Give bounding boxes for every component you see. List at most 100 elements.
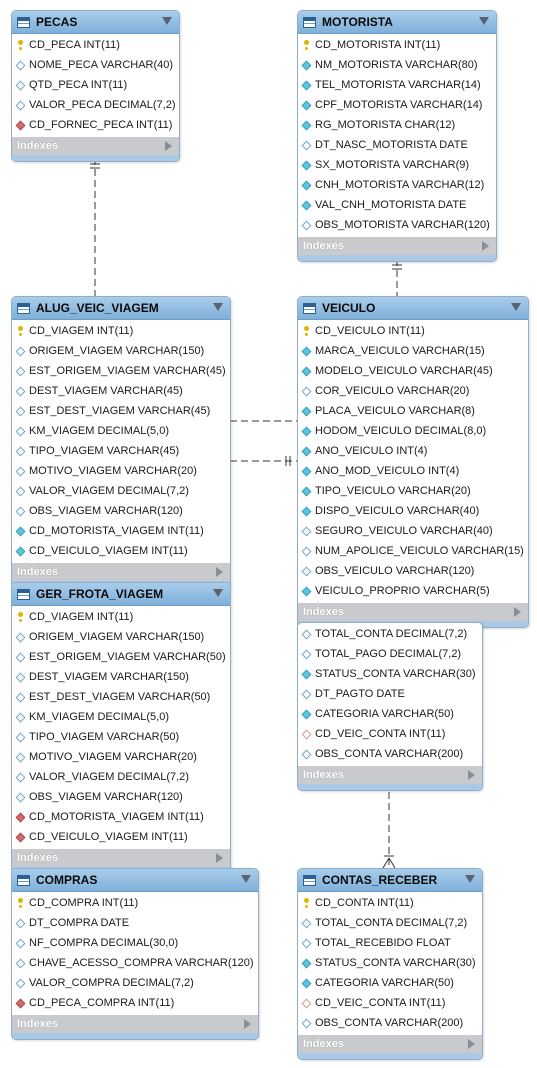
indexes-section[interactable]: Indexes: [298, 603, 528, 621]
column-row[interactable]: STATUS_CONTA VARCHAR(30): [298, 664, 482, 684]
column-row[interactable]: OBS_VIAGEM VARCHAR(120): [12, 787, 230, 807]
expand-arrow-icon[interactable]: [468, 770, 475, 780]
column-row[interactable]: NM_MOTORISTA VARCHAR(80): [298, 55, 496, 75]
column-row[interactable]: CATEGORIA VARCHAR(50): [298, 973, 482, 993]
column-row[interactable]: MARCA_VEICULO VARCHAR(15): [298, 341, 528, 361]
column-row[interactable]: COR_VEICULO VARCHAR(20): [298, 381, 528, 401]
expand-arrow-icon[interactable]: [244, 1019, 251, 1029]
table-header[interactable]: ALUG_VEIC_VIAGEM: [12, 297, 230, 320]
column-row[interactable]: CD_PECA INT(11): [12, 35, 179, 55]
column-row[interactable]: TOTAL_CONTA DECIMAL(7,2): [298, 624, 482, 644]
column-row[interactable]: EST_DEST_VIAGEM VARCHAR(45): [12, 401, 230, 421]
table-header[interactable]: PECAS: [12, 11, 179, 34]
column-row[interactable]: PLACA_VEICULO VARCHAR(8): [298, 401, 528, 421]
column-row[interactable]: CPF_MOTORISTA VARCHAR(14): [298, 95, 496, 115]
indexes-section[interactable]: Indexes: [298, 237, 496, 255]
indexes-section[interactable]: Indexes: [12, 849, 230, 867]
column-row[interactable]: DT_COMPRA DATE: [12, 913, 258, 933]
expand-arrow-icon[interactable]: [482, 241, 489, 251]
column-row[interactable]: CD_VIAGEM INT(11): [12, 321, 230, 341]
column-row[interactable]: TOTAL_RECEBIDO FLOAT: [298, 933, 482, 953]
column-row[interactable]: TIPO_VIAGEM VARCHAR(50): [12, 727, 230, 747]
column-row[interactable]: MOTIVO_VIAGEM VARCHAR(20): [12, 747, 230, 767]
expand-arrow-icon[interactable]: [165, 141, 172, 151]
column-row[interactable]: CD_VEIC_CONTA INT(11): [298, 724, 482, 744]
table-header[interactable]: MOTORISTA: [298, 11, 496, 34]
column-row[interactable]: OBS_VEICULO VARCHAR(120): [298, 561, 528, 581]
column-row[interactable]: CD_VEICULO_VIAGEM INT(11): [12, 827, 230, 847]
column-row[interactable]: CHAVE_ACESSO_COMPRA VARCHAR(120): [12, 953, 258, 973]
expand-arrow-icon[interactable]: [216, 853, 223, 863]
expand-arrow-icon[interactable]: [468, 1039, 475, 1049]
column-row[interactable]: KM_VIAGEM DECIMAL(5,0): [12, 421, 230, 441]
column-row[interactable]: MODELO_VEICULO VARCHAR(45): [298, 361, 528, 381]
column-row[interactable]: ANO_MOD_VEICULO INT(4): [298, 461, 528, 481]
column-row[interactable]: DT_PAGTO DATE: [298, 684, 482, 704]
column-row[interactable]: CD_MOTORISTA_VIAGEM INT(11): [12, 521, 230, 541]
column-row[interactable]: TEL_MOTORISTA VARCHAR(14): [298, 75, 496, 95]
column-row[interactable]: EST_DEST_VIAGEM VARCHAR(50): [12, 687, 230, 707]
collapse-arrow-icon[interactable]: [479, 17, 489, 25]
column-row[interactable]: ANO_VEICULO INT(4): [298, 441, 528, 461]
column-row[interactable]: VALOR_COMPRA DECIMAL(7,2): [12, 973, 258, 993]
column-row[interactable]: OBS_VIAGEM VARCHAR(120): [12, 501, 230, 521]
column-row[interactable]: SX_MOTORISTA VARCHAR(9): [298, 155, 496, 175]
column-row[interactable]: TIPO_VEICULO VARCHAR(20): [298, 481, 528, 501]
column-row[interactable]: OBS_CONTA VARCHAR(200): [298, 744, 482, 764]
column-row[interactable]: VALOR_PECA DECIMAL(7,2): [12, 95, 179, 115]
column-row[interactable]: EST_ORIGEM_VIAGEM VARCHAR(50): [12, 647, 230, 667]
column-row[interactable]: CD_FORNEC_PECA INT(11): [12, 115, 179, 135]
column-row[interactable]: CD_MOTORISTA_VIAGEM INT(11): [12, 807, 230, 827]
column-row[interactable]: CD_MOTORISTA INT(11): [298, 35, 496, 55]
collapse-arrow-icon[interactable]: [213, 303, 223, 311]
column-row[interactable]: QTD_PECA INT(11): [12, 75, 179, 95]
column-row[interactable]: DEST_VIAGEM VARCHAR(45): [12, 381, 230, 401]
column-row[interactable]: ORIGEM_VIAGEM VARCHAR(150): [12, 627, 230, 647]
column-row[interactable]: KM_VIAGEM DECIMAL(5,0): [12, 707, 230, 727]
collapse-arrow-icon[interactable]: [162, 17, 172, 25]
column-row[interactable]: NF_COMPRA DECIMAL(30,0): [12, 933, 258, 953]
expand-arrow-icon[interactable]: [514, 607, 521, 617]
column-row[interactable]: DISPO_VEICULO VARCHAR(40): [298, 501, 528, 521]
collapse-arrow-icon[interactable]: [511, 303, 521, 311]
column-row[interactable]: CD_VEIC_CONTA INT(11): [298, 993, 482, 1013]
column-row[interactable]: CD_VEICULO INT(11): [298, 321, 528, 341]
column-row[interactable]: CD_COMPRA INT(11): [12, 893, 258, 913]
column-row[interactable]: CD_VEICULO_VIAGEM INT(11): [12, 541, 230, 561]
expand-arrow-icon[interactable]: [216, 567, 223, 577]
indexes-section[interactable]: Indexes: [12, 1015, 258, 1033]
column-row[interactable]: VALOR_VIAGEM DECIMAL(7,2): [12, 767, 230, 787]
collapse-arrow-icon[interactable]: [213, 589, 223, 597]
indexes-section[interactable]: Indexes: [12, 563, 230, 581]
column-row[interactable]: TOTAL_PAGO DECIMAL(7,2): [298, 644, 482, 664]
column-row[interactable]: OBS_MOTORISTA VARCHAR(120): [298, 215, 496, 235]
column-row[interactable]: ORIGEM_VIAGEM VARCHAR(150): [12, 341, 230, 361]
collapse-arrow-icon[interactable]: [241, 875, 251, 883]
column-row[interactable]: SEGURO_VEICULO VARCHAR(40): [298, 521, 528, 541]
column-row[interactable]: NUM_APOLICE_VEICULO VARCHAR(15): [298, 541, 528, 561]
indexes-section[interactable]: Indexes: [298, 766, 482, 784]
column-row[interactable]: TOTAL_CONTA DECIMAL(7,2): [298, 913, 482, 933]
column-row[interactable]: CD_PECA_COMPRA INT(11): [12, 993, 258, 1013]
table-gen-partial[interactable]: TOTAL_CONTA DECIMAL(7,2)TOTAL_PAGO DECIM…: [297, 622, 483, 791]
column-row[interactable]: VAL_CNH_MOTORISTA DATE: [298, 195, 496, 215]
indexes-section[interactable]: Indexes: [298, 1035, 482, 1053]
table-header[interactable]: CONTAS_RECEBER: [298, 869, 482, 892]
collapse-arrow-icon[interactable]: [465, 875, 475, 883]
column-row[interactable]: TIPO_VIAGEM VARCHAR(45): [12, 441, 230, 461]
table-header[interactable]: VEICULO: [298, 297, 528, 320]
column-row[interactable]: VEICULO_PROPRIO VARCHAR(5): [298, 581, 528, 601]
column-row[interactable]: NOME_PECA VARCHAR(40): [12, 55, 179, 75]
column-row[interactable]: HODOM_VEICULO DECIMAL(8,0): [298, 421, 528, 441]
column-row[interactable]: OBS_CONTA VARCHAR(200): [298, 1013, 482, 1033]
column-row[interactable]: DEST_VIAGEM VARCHAR(150): [12, 667, 230, 687]
table-header[interactable]: GER_FROTA_VIAGEM: [12, 583, 230, 606]
column-row[interactable]: DT_NASC_MOTORISTA DATE: [298, 135, 496, 155]
